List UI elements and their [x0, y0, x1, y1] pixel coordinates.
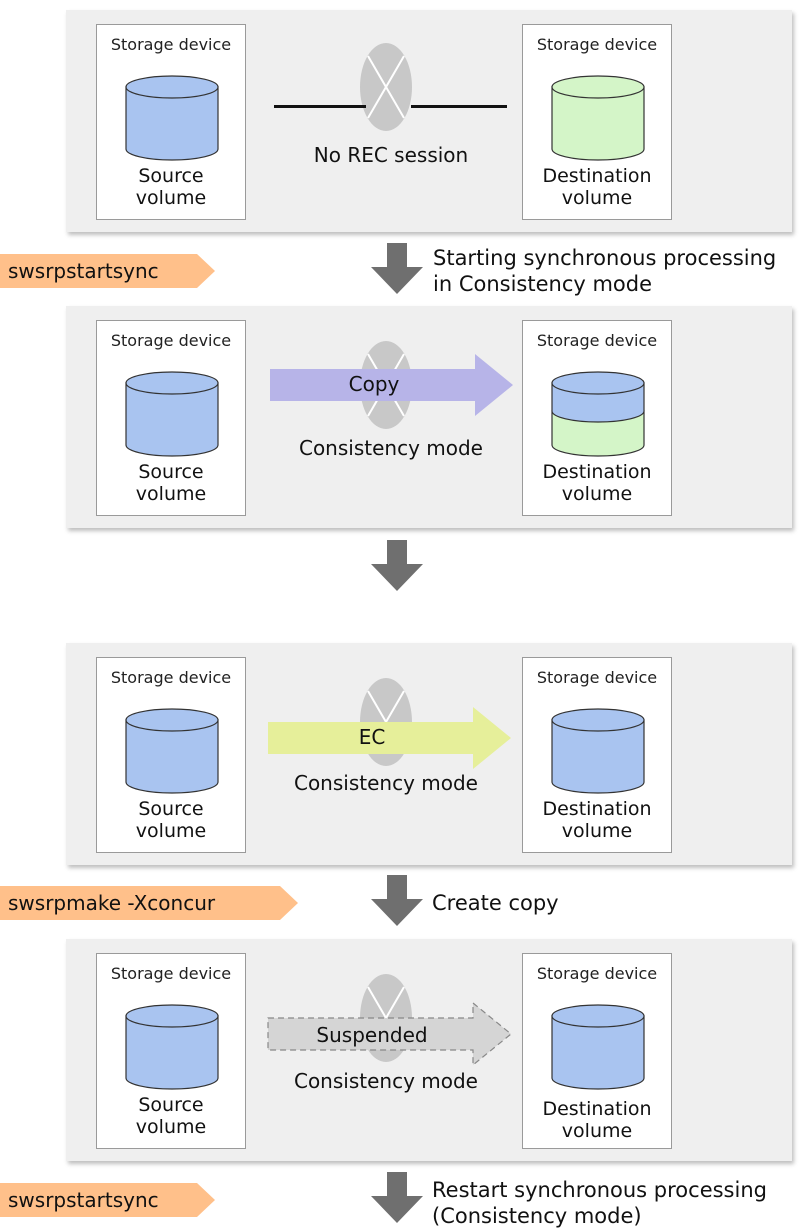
storage-device-label: Storage device: [536, 964, 658, 983]
storage-device-label: Storage device: [110, 964, 232, 983]
destination-volume-cylinder-icon: [551, 708, 645, 794]
source-volume-cylinder-icon: [125, 1004, 219, 1090]
no-rec-session-label: No REC session: [313, 143, 469, 167]
command-tag-swsrpstartsync: swsrpstartsync: [0, 254, 215, 288]
down-arrow-icon: [370, 540, 424, 592]
source-volume-cylinder-icon: [125, 371, 219, 457]
down-arrow-icon: [370, 1172, 424, 1224]
command-tag-swsrpstartsync: swsrpstartsync: [0, 1183, 215, 1217]
source-volume-cylinder-icon: [125, 75, 219, 161]
destination-volume-cylinder-icon: [551, 75, 645, 161]
down-arrow-icon: [370, 875, 424, 927]
command-tag-swsrpmake: swsrpmake -Xconcur: [0, 886, 298, 920]
storage-device-label: Storage device: [536, 35, 658, 54]
connection-line-right: [411, 105, 507, 108]
copy-arrow-label: Copy: [348, 372, 400, 396]
ec-arrow-label: EC: [358, 725, 386, 749]
step-2-description: Create copy: [432, 891, 559, 915]
no-session-x-icon: [359, 42, 413, 132]
ec-arrow-icon: [268, 707, 511, 769]
step-3-description: Restart synchronous processing(Consisten…: [432, 1178, 767, 1228]
storage-device-label: Storage device: [110, 35, 232, 54]
storage-device-label: Storage device: [110, 331, 232, 350]
down-arrow-icon: [370, 243, 424, 295]
consistency-mode-label: Consistency mode: [293, 771, 478, 795]
destination-volume-cylinder-icon: [551, 1004, 645, 1090]
storage-device-label: Storage device: [110, 668, 232, 687]
consistency-mode-label: Consistency mode: [298, 436, 483, 460]
connection-line-left: [274, 105, 366, 108]
destination-volume-partial-copy-icon: [551, 371, 645, 457]
source-volume-cylinder-icon: [125, 708, 219, 794]
suspended-arrow-icon: [267, 1002, 512, 1066]
consistency-mode-label: Consistency mode: [293, 1069, 478, 1093]
suspended-arrow-label: Suspended: [316, 1023, 428, 1047]
storage-device-label: Storage device: [536, 668, 658, 687]
copy-arrow-icon: [270, 354, 513, 416]
storage-device-label: Storage device: [536, 331, 658, 350]
